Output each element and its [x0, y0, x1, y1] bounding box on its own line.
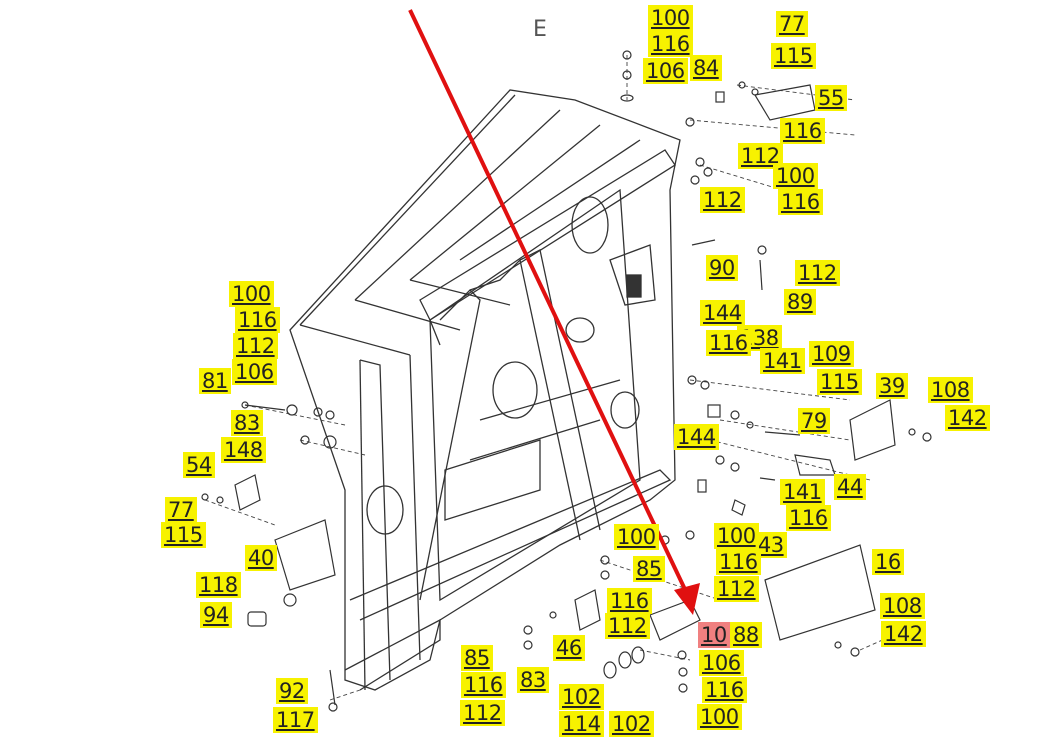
- part-label: 106: [699, 650, 744, 676]
- part-label: 116: [780, 118, 825, 144]
- part-label: 116: [778, 189, 823, 215]
- part-label: 102: [609, 711, 654, 737]
- red-arrow: [408, 9, 692, 601]
- part-label: 115: [771, 43, 816, 69]
- red-arrow-head: [674, 583, 700, 615]
- part-label: 16: [872, 549, 904, 575]
- part-label: 108: [880, 593, 925, 619]
- part-label: 77: [165, 497, 197, 523]
- part-label: 55: [815, 85, 847, 111]
- part-label: 81: [199, 368, 231, 394]
- part-label: 116: [648, 31, 693, 57]
- part-label: 112: [700, 187, 745, 213]
- part-label: 79: [798, 408, 830, 434]
- part-label: 100: [229, 281, 274, 307]
- part-label: 44: [834, 474, 866, 500]
- part-label: 89: [784, 289, 816, 315]
- part-label: 141: [760, 348, 805, 374]
- part-label: 84: [690, 55, 722, 81]
- part-label: 39: [876, 373, 908, 399]
- part-label: 116: [716, 549, 761, 575]
- part-label: 112: [460, 700, 505, 726]
- part-label: 116: [607, 588, 652, 614]
- part-label: 118: [196, 572, 241, 598]
- part-label: 148: [221, 437, 266, 463]
- part-label: 112: [605, 613, 650, 639]
- part-label: 100: [697, 704, 742, 730]
- part-label: 100: [714, 523, 759, 549]
- part-label: 141: [780, 479, 825, 505]
- part-label: 54: [183, 452, 215, 478]
- part-label: 108: [928, 377, 973, 403]
- part-label: 116: [702, 677, 747, 703]
- part-label: 116: [461, 672, 506, 698]
- part-label: 112: [233, 333, 278, 359]
- part-label: 40: [245, 545, 277, 571]
- leader-lines: [204, 55, 906, 701]
- part-label: 106: [643, 58, 688, 84]
- part-label: 83: [231, 410, 263, 436]
- highlighted-part-label: 10: [698, 622, 730, 648]
- part-label: 112: [795, 260, 840, 286]
- part-label: 100: [773, 163, 818, 189]
- part-label: 46: [553, 635, 585, 661]
- part-label: 85: [633, 556, 665, 582]
- parts-small: [201, 50, 932, 712]
- part-label: 112: [714, 576, 759, 602]
- part-label: 77: [776, 11, 808, 37]
- part-label: 85: [461, 645, 493, 671]
- part-label: 106: [232, 359, 277, 385]
- machine-frame: [289, 89, 681, 691]
- part-label: 94: [200, 602, 232, 628]
- part-label: 92: [276, 678, 308, 704]
- part-label: 116: [786, 505, 831, 531]
- part-label: 90: [706, 255, 738, 281]
- part-label: 116: [706, 330, 751, 356]
- part-label: 116: [235, 307, 280, 333]
- part-label: 83: [517, 667, 549, 693]
- part-label: 114: [559, 711, 604, 737]
- section-letter: E: [533, 17, 547, 42]
- part-label: 102: [559, 684, 604, 710]
- part-label: 144: [700, 300, 745, 326]
- part-label: 88: [730, 622, 762, 648]
- part-label: 100: [614, 524, 659, 550]
- part-label: 142: [945, 405, 990, 431]
- part-label: 115: [161, 522, 206, 548]
- part-label: 144: [674, 424, 719, 450]
- part-label: 109: [809, 341, 854, 367]
- part-label: 115: [817, 369, 862, 395]
- part-label: 142: [881, 621, 926, 647]
- part-label: 100: [648, 5, 693, 31]
- part-label: 117: [273, 707, 318, 733]
